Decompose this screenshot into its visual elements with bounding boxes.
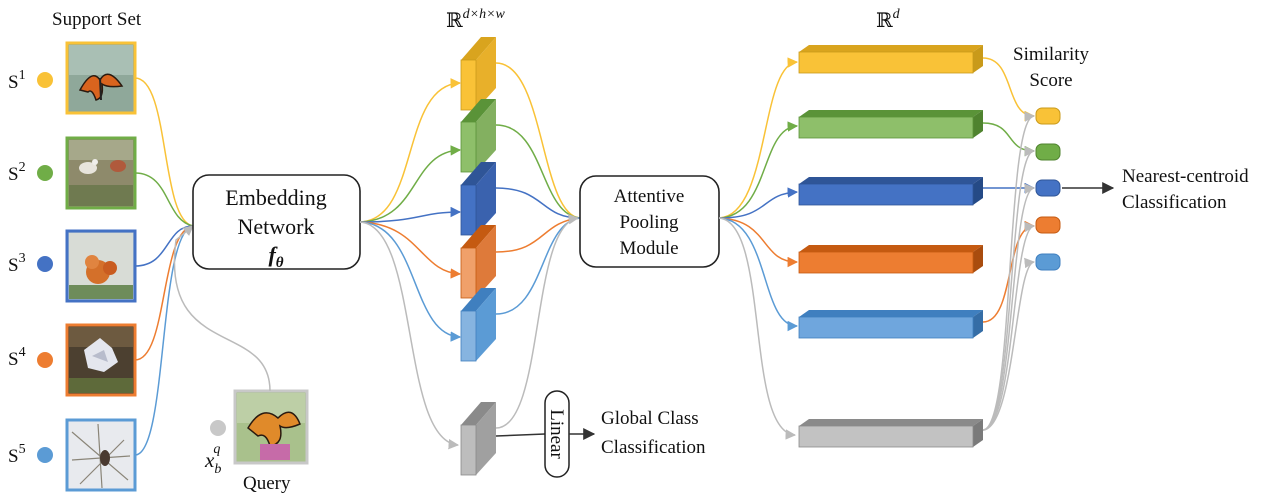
global-class-label-2: Classification	[601, 437, 706, 458]
svg-text:fθ: fθ	[268, 242, 283, 271]
vector-space-label: ℝd	[876, 7, 901, 32]
svg-text:S1: S1	[8, 68, 26, 93]
query-group: xbq Query	[204, 389, 309, 494]
feature-map-yellow	[460, 37, 496, 111]
query-label: Query	[243, 473, 291, 494]
dogs-image	[65, 136, 137, 210]
feature-to-pooling-lines	[495, 62, 581, 429]
query-butterfly-image	[233, 389, 309, 465]
similarity-label-1: Similarity	[1013, 44, 1090, 65]
embedding-network-box: Embedding Network fθ	[192, 174, 361, 271]
score-pill-blue	[1035, 179, 1061, 197]
support-images	[65, 41, 137, 492]
svg-text:S5: S5	[8, 442, 26, 467]
feature-maps	[460, 37, 496, 476]
butterfly-image	[65, 41, 137, 115]
support-set-title: Support Set	[52, 9, 142, 30]
feature-map-lightblue	[460, 288, 496, 362]
embedding-to-feature-lines	[359, 78, 462, 450]
global-class-label-1: Global Class	[601, 408, 699, 429]
vector-bar-blue	[798, 177, 983, 206]
feature-space-label: ℝd×h×w	[446, 7, 506, 32]
svg-text:Embedding: Embedding	[225, 185, 326, 210]
vector-bar-lightblue	[798, 310, 983, 339]
support-dot-4	[37, 352, 53, 368]
support-dot-2	[37, 165, 53, 181]
vector-bar-orange	[798, 245, 983, 274]
query-symbol: xbq	[204, 442, 221, 477]
vector-to-score-lines	[982, 57, 1036, 431]
svg-text:S4: S4	[8, 345, 26, 370]
flower-white-image	[65, 323, 137, 397]
svg-text:S3: S3	[8, 251, 26, 276]
score-pill-green	[1035, 143, 1061, 161]
score-pills	[1035, 107, 1061, 271]
support-dot-5	[37, 447, 53, 463]
bird-branch-image	[65, 418, 137, 492]
feature-map-blue	[460, 162, 496, 236]
support-label-4: S4	[8, 345, 53, 370]
score-pill-orange	[1035, 216, 1061, 234]
svg-text:S2: S2	[8, 160, 26, 185]
score-pill-lightblue	[1035, 253, 1061, 271]
attentive-pooling-box: Attentive Pooling Module	[579, 175, 720, 268]
feature-map-green	[460, 99, 496, 173]
support-dot-3	[37, 256, 53, 272]
support-label-5: S5	[8, 442, 53, 467]
linear-box: Linear	[544, 390, 570, 478]
support-label-3: S3	[8, 251, 53, 276]
support-dot-1	[37, 72, 53, 88]
svg-text:Pooling: Pooling	[619, 212, 679, 233]
support-label-2: S2	[8, 160, 53, 185]
nearest-label-1: Nearest-centroid	[1122, 166, 1249, 187]
support-to-embedding-lines	[134, 77, 271, 456]
svg-text:Module: Module	[619, 238, 678, 259]
vector-bars	[798, 45, 983, 448]
support-label-1: S1	[8, 68, 53, 93]
vector-bar-gray	[798, 419, 983, 448]
support-labels: S1 S2 S3 S4 S5	[8, 68, 53, 467]
svg-text:Attentive: Attentive	[614, 186, 685, 207]
svg-text:Network: Network	[238, 214, 315, 239]
feature-map-orange	[460, 225, 496, 299]
similarity-label-2: Score	[1029, 70, 1072, 91]
pooling-to-vector-lines	[718, 57, 799, 440]
feature-map-gray	[460, 402, 496, 476]
svg-text:Linear: Linear	[546, 409, 567, 459]
flower-image	[65, 229, 137, 303]
vector-bar-yellow	[798, 45, 983, 74]
nearest-label-2: Classification	[1122, 192, 1227, 213]
linear-branch: Linear Global Class Classification	[495, 390, 706, 478]
vector-bar-green	[798, 110, 983, 139]
query-dot	[210, 420, 226, 436]
score-pill-yellow	[1035, 107, 1061, 125]
